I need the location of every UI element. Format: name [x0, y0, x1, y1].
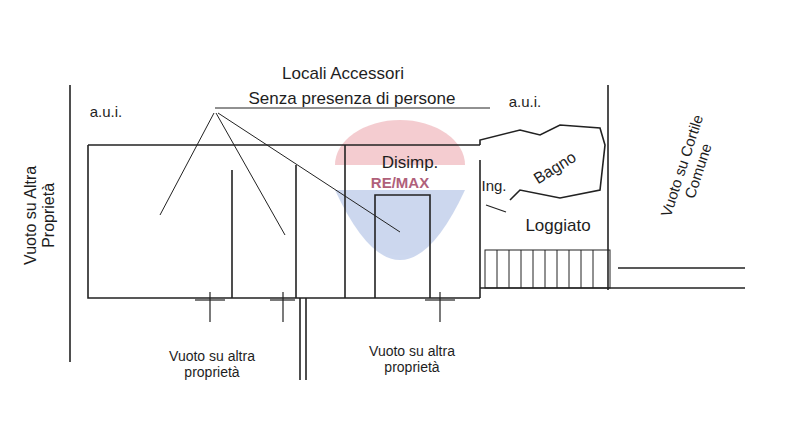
leader-lines: [160, 113, 400, 235]
walls: [70, 85, 745, 380]
plan-label: Vuoto su altra proprietà: [357, 343, 467, 375]
room-label-box: Bagno: [527, 145, 583, 192]
plan-label: Vuoto su Altra Proprietà: [22, 140, 59, 290]
room-label-box: Loggiato: [522, 214, 593, 238]
watermark: RE/MAX: [371, 174, 429, 191]
room-label-box: Disimp.: [379, 151, 442, 175]
plan-label: a.u.i.: [90, 103, 123, 120]
plan-label: Locali Accessori: [282, 64, 404, 84]
room-name: Disimp.: [382, 153, 439, 173]
watermark-balloon: [335, 120, 465, 260]
room-name: Loggiato: [525, 216, 590, 236]
stairs: [485, 250, 610, 288]
plan-label: Vuoto su altra proprietà: [157, 348, 267, 380]
plan-label: Senza presenza di persone: [249, 89, 456, 109]
plan-label: Vuoto su Cortile Comune: [655, 106, 725, 231]
plan-label: a.u.i.: [509, 93, 542, 110]
room-name: Bagno: [531, 148, 580, 188]
plan-label: Ing.: [481, 177, 506, 194]
window-marks: [195, 205, 506, 322]
